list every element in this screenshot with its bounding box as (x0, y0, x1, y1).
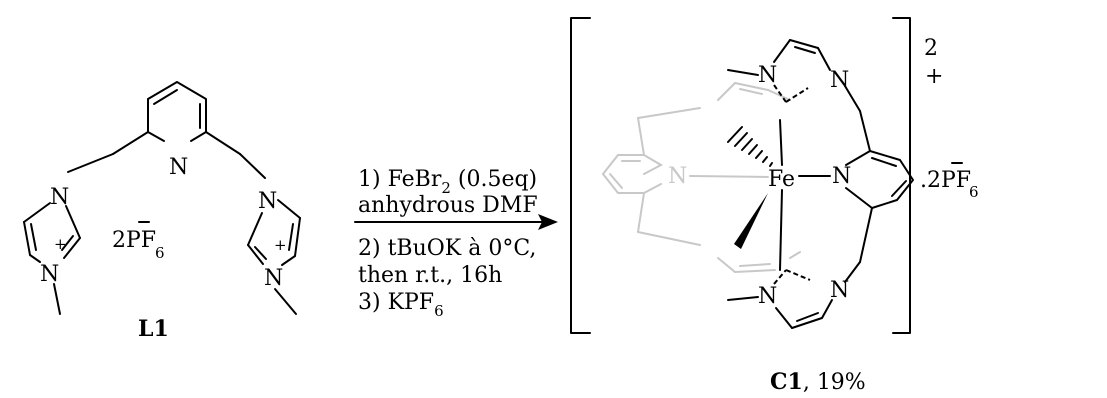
lower-n-left: N (758, 284, 777, 309)
hashed-wedge (727, 126, 773, 167)
solid-wedge (734, 193, 768, 249)
ligand-left-n1: N (50, 185, 69, 210)
ligand-pyridine-n: N (169, 155, 188, 180)
ligand-counterion-sub: 6 (155, 244, 165, 262)
ligand-right-imidazolium: N + N (247, 189, 301, 315)
step1-line2: anhydrous DMF (358, 193, 538, 218)
step3-sub: 6 (434, 302, 444, 320)
step1-sub: 2 (441, 179, 451, 197)
reaction-arrow (354, 214, 558, 230)
ligand-left-imidazolium: N + N (23, 185, 81, 315)
upper-n-left: N (758, 63, 777, 88)
step2-line1: 2) tBuOK à 0°C, (358, 236, 536, 261)
complex-charge: 2 + (924, 36, 943, 89)
charge-number: 2 (924, 36, 938, 61)
ligand-right-n1: N (258, 189, 277, 214)
step1-line1: 1) FeBr (358, 167, 442, 192)
ligand-counterion: 2PF 6 (112, 221, 165, 262)
front-pyridine-n: N (832, 164, 851, 189)
ligand-pyridine-ring: N (147, 81, 207, 180)
reaction-conditions: 1) FeBr2 (0.5eq) anhydrous DMF 2) tBuOK … (358, 167, 538, 320)
product-label: C1, 19% (770, 369, 866, 395)
complex-upper-carbene: N N (727, 39, 861, 112)
left-bracket (570, 17, 591, 334)
complex-counterion: .2PF 6 (920, 162, 979, 201)
right-bracket (892, 17, 911, 334)
ligand-right-n3: N (264, 266, 283, 291)
ligand-left-n3: N (40, 262, 59, 287)
step3: 3) KPF (358, 290, 434, 315)
complex-counterion-text: .2PF (920, 168, 971, 193)
lower-n-right: N (830, 278, 849, 303)
step1-rest: (0.5eq) (451, 167, 537, 192)
complex-front-pyridine: N (832, 110, 914, 263)
step2-line2: then r.t., 16h (358, 263, 502, 288)
product-name: C1 (770, 369, 803, 395)
ligand-left-charge: + (54, 235, 67, 253)
metal-fe: Fe (768, 167, 795, 192)
ligand-l1: N N + N 2PF 6 N (23, 81, 301, 342)
complex-c1: N Fe (570, 17, 979, 395)
ligand-right-charge: + (274, 236, 287, 254)
complex-counterion-sub: 6 (969, 183, 979, 201)
svg-text:3) KPF6: 3) KPF6 (358, 290, 444, 320)
complex-lower-carbene: N N (727, 261, 861, 329)
ligand-counterion-text: 2PF (112, 228, 156, 253)
charge-sign: + (925, 64, 943, 89)
complex-back-ligand: N (601, 82, 801, 273)
back-pyridine-n: N (668, 164, 687, 189)
ligand-label: L1 (138, 316, 169, 342)
svg-text:1) FeBr2 (0.5eq): 1) FeBr2 (0.5eq) (358, 167, 537, 197)
product-yield: , 19% (803, 370, 866, 395)
